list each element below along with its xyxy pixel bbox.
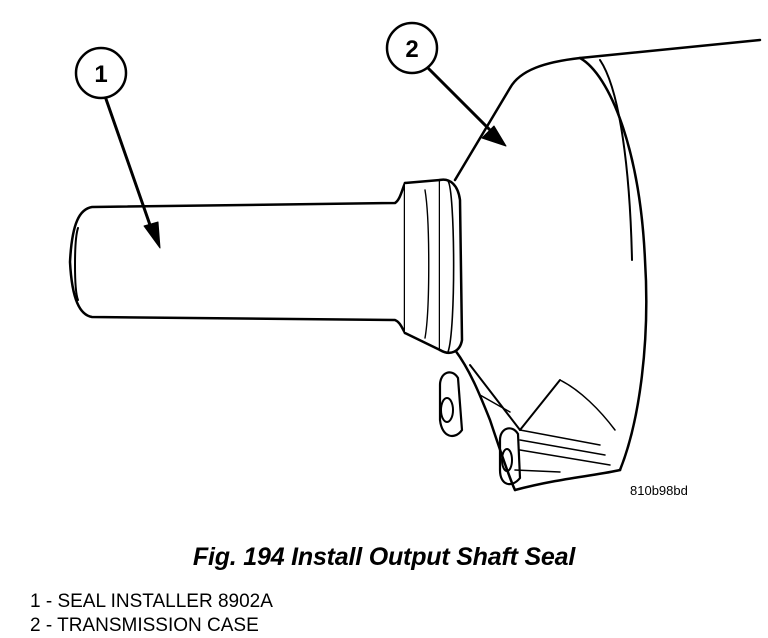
callout-1: 1 — [74, 46, 161, 249]
figure-caption: Fig. 194 Install Output Shaft Seal — [192, 543, 576, 571]
transmission-case — [438, 38, 762, 492]
seal-installer-tool — [68, 178, 464, 354]
callout-2-number: 2 — [405, 36, 418, 63]
legend-item: 1 - SEAL INSTALLER 8902A — [30, 591, 273, 612]
figure-ref-code: 810b98bd — [630, 483, 688, 498]
legend-item: 2 - TRANSMISSION CASE — [30, 615, 259, 636]
callout-1-number: 1 — [94, 61, 107, 88]
figure-legend: 1 - SEAL INSTALLER 8902A 2 - TRANSMISSIO… — [30, 590, 273, 638]
callout-2: 2 — [385, 21, 507, 147]
diagram-illustration: 1 2 810b98bd — [68, 21, 762, 498]
